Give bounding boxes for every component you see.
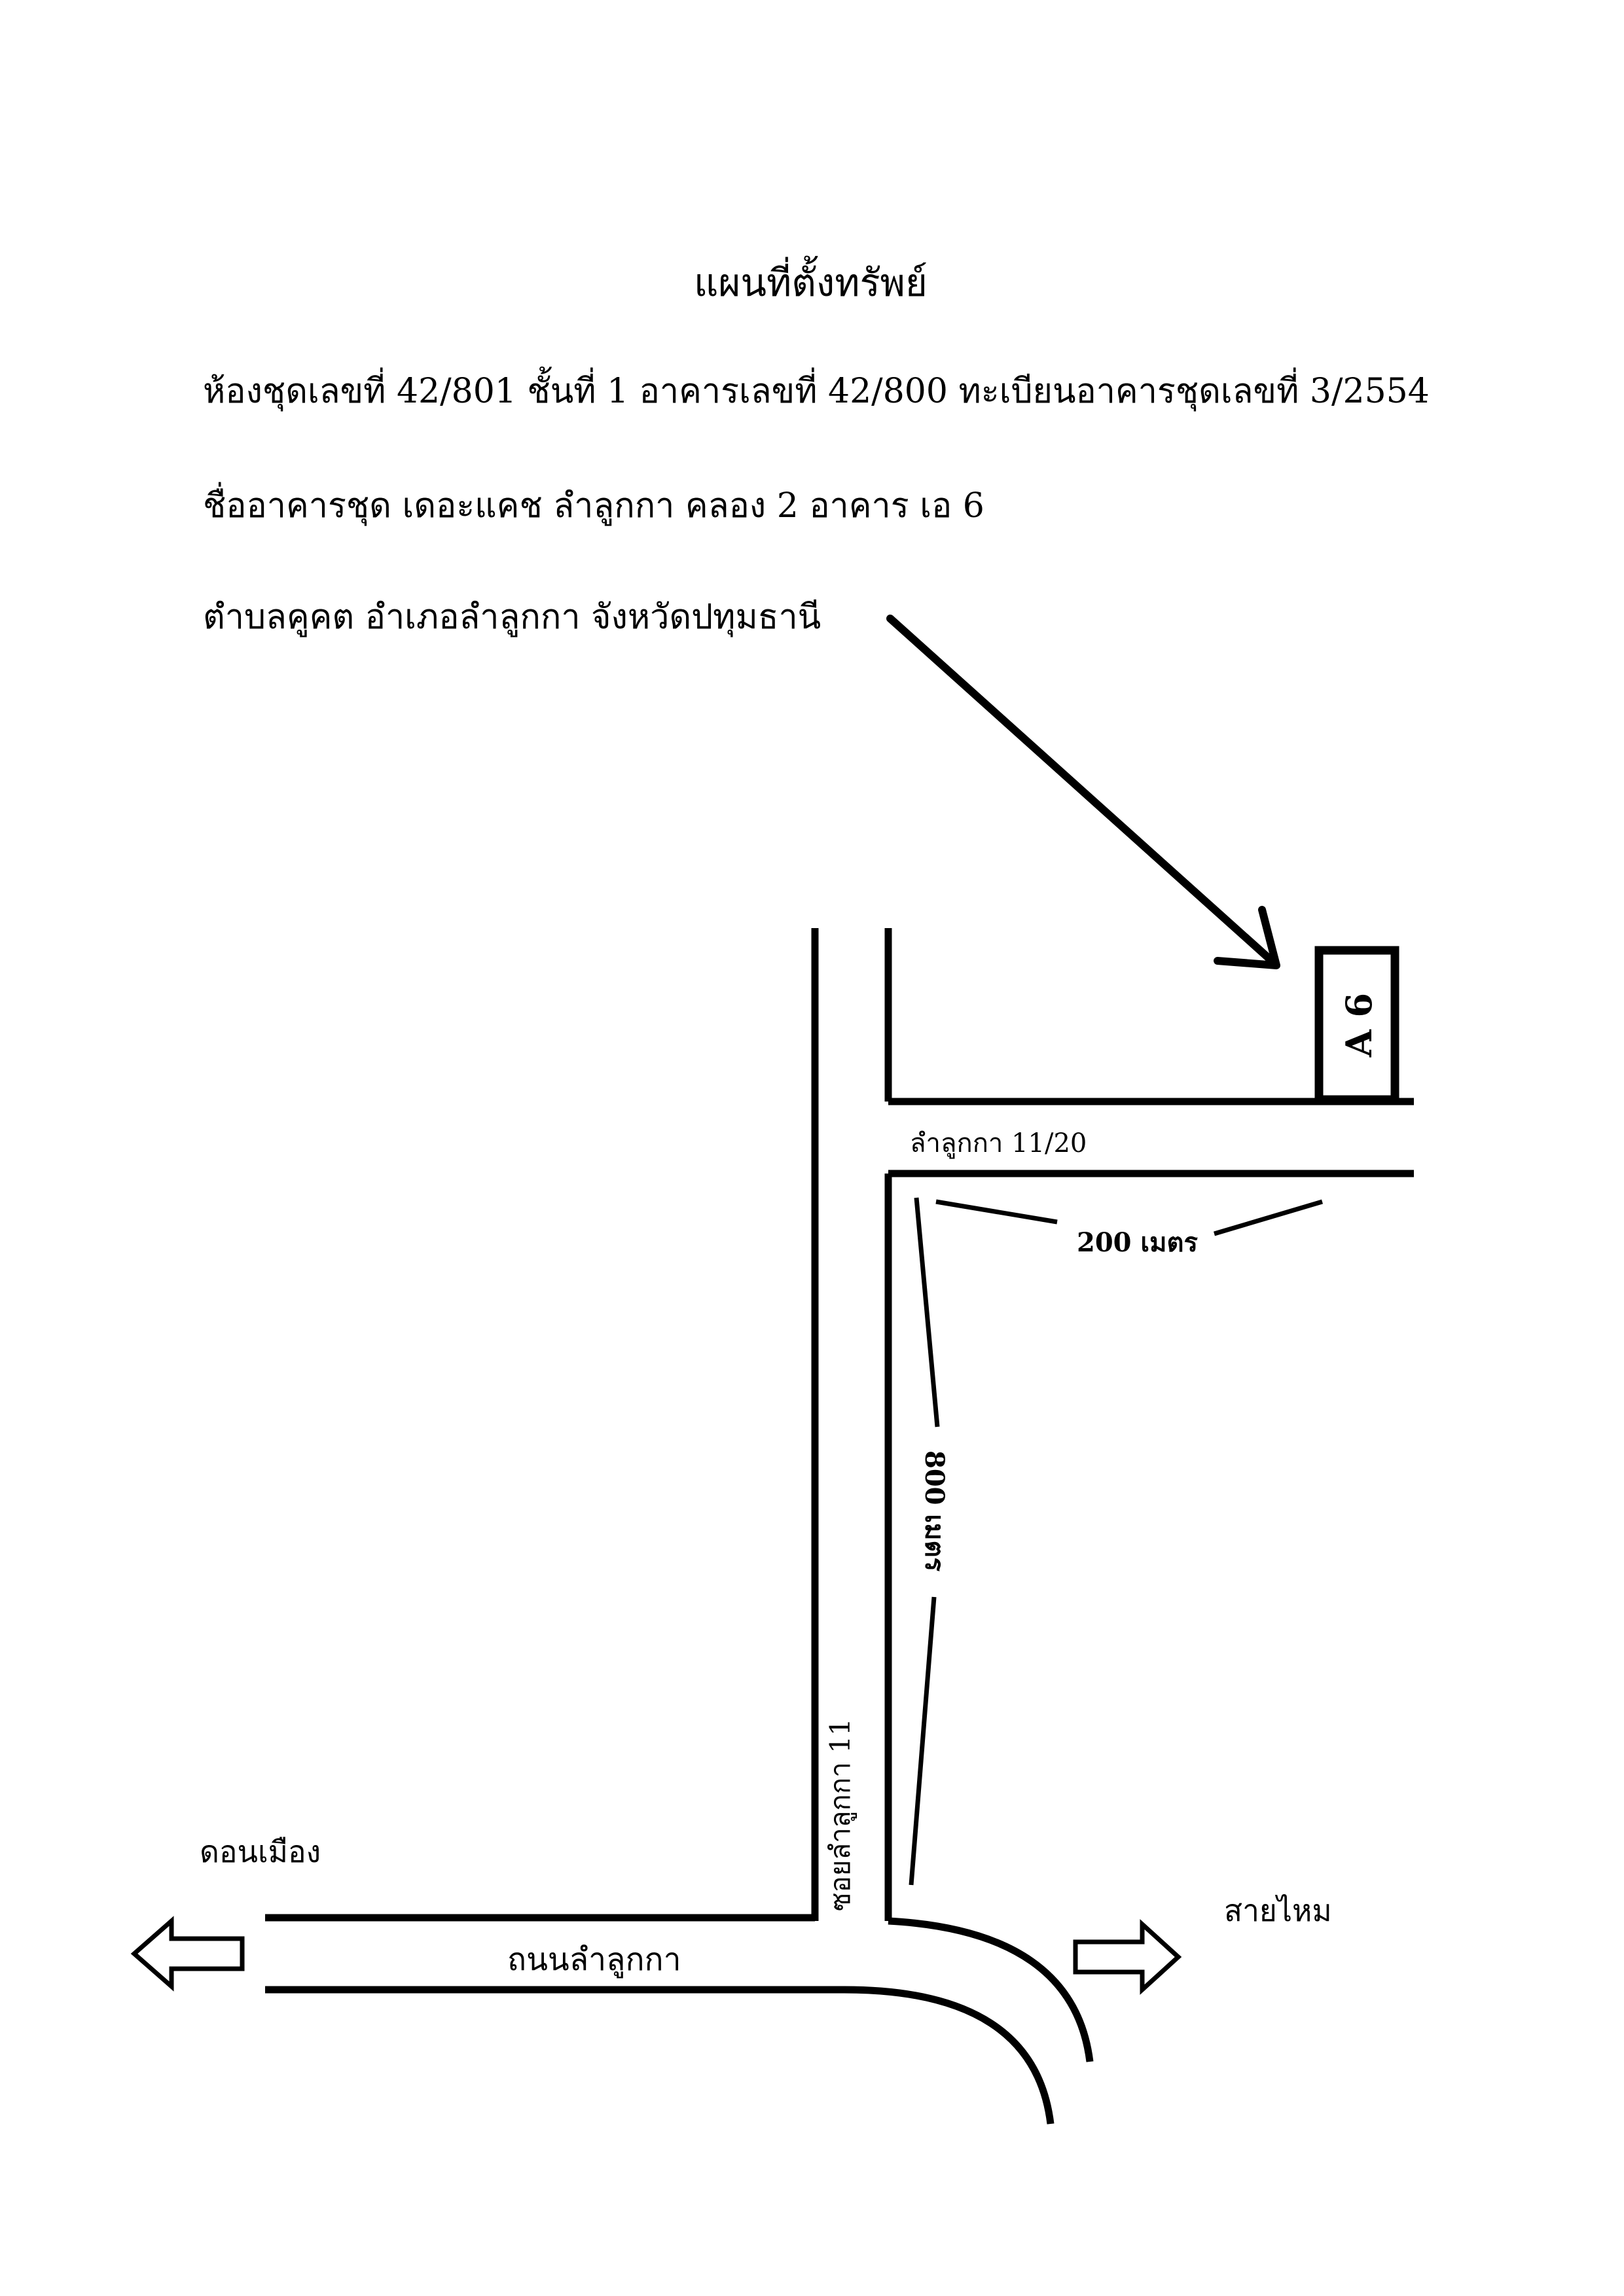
east-arrow-icon <box>1073 1919 1182 1995</box>
pointer-arrow-icon <box>886 615 1280 969</box>
lane-label: ลำลูกกา 11/20 <box>910 1128 1087 1158</box>
soi-label: ซอยลำลูกกา 11 <box>824 1718 857 1911</box>
east-direction-label: สายไหม <box>1224 1893 1332 1928</box>
page-title: แผนที่ตั้งทรัพย์ <box>694 260 928 305</box>
main-road <box>265 1914 1094 2125</box>
building-a6: A 6 <box>1314 946 1399 1104</box>
west-arrow-icon <box>130 1916 245 1992</box>
main-road-label: ถนนลำลูกกา <box>507 1941 681 1979</box>
soi-road <box>811 928 892 1921</box>
lane-road <box>888 1098 1414 1177</box>
distance-marker-vertical <box>909 1197 940 1886</box>
building-label: A 6 <box>1338 993 1380 1058</box>
location-line: ตำบลคูคต อำเภอลำลูกกา จังหวัดปทุมธานี <box>203 598 821 637</box>
west-direction-label: ดอนเมือง <box>200 1834 321 1869</box>
building-name-line: ชื่ออาคารชุด เดอะแคช ลำลูกกา คลอง 2 อาคา… <box>203 486 984 526</box>
distance-vertical-label: 800 เมตร <box>919 1450 950 1571</box>
distance-marker-horizontal <box>935 1199 1323 1236</box>
unit-address-line: ห้องชุดเลขที่ 42/801 ชั้นที่ 1 อาคารเลขท… <box>203 372 1430 411</box>
distance-horizontal-label: 200 เมตร <box>1077 1227 1198 1258</box>
